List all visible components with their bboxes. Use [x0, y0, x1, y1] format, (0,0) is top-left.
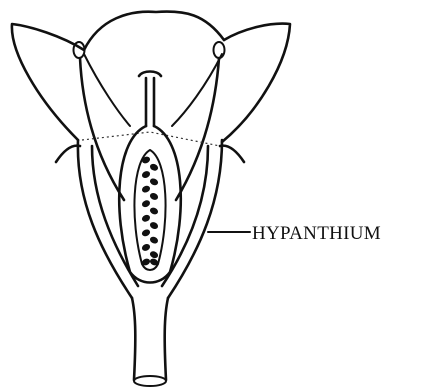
- ovule: [149, 177, 159, 186]
- right-anther: [214, 42, 225, 58]
- ovule: [141, 214, 151, 223]
- right-petal: [222, 24, 290, 142]
- ovule: [149, 206, 159, 215]
- style: [146, 78, 154, 126]
- ovule: [141, 170, 151, 179]
- hypanthium-rim-dashed-line: [82, 132, 220, 146]
- ovule: [149, 250, 159, 259]
- ovule: [149, 163, 159, 172]
- pedicel: [132, 298, 168, 380]
- top-petal: [84, 12, 224, 50]
- ovule: [141, 199, 151, 208]
- left-inner-petal-line: [84, 54, 130, 126]
- left-sepal: [56, 146, 80, 162]
- stigma: [139, 72, 161, 77]
- ovule: [149, 221, 159, 230]
- right-sepal: [220, 146, 244, 162]
- ovule: [149, 235, 159, 244]
- ovule: [141, 184, 151, 193]
- ovule: [149, 192, 159, 201]
- ovules: [141, 155, 159, 266]
- left-petal: [12, 24, 84, 140]
- pedicel-cut-end: [134, 376, 166, 386]
- right-stamen-filament: [176, 58, 219, 200]
- left-stamen-filament: [80, 58, 124, 200]
- hypanthium-inner-right: [162, 146, 208, 286]
- ovule: [141, 243, 151, 252]
- ovule: [141, 228, 151, 237]
- hypanthium-inner-left: [92, 146, 138, 286]
- hypanthium-label: HYPANTHIUM: [252, 223, 381, 244]
